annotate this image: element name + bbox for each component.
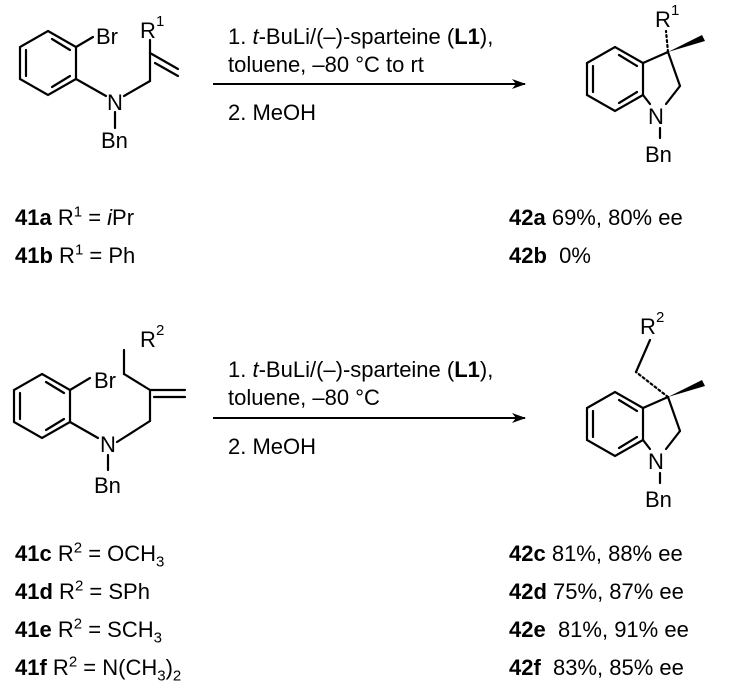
reaction2-conditions-line1: 1. t-BuLi/(–)-sparteine (L1), bbox=[228, 357, 494, 382]
benzyl-label: Bn bbox=[645, 487, 672, 512]
substrate-row-41e: 41e R2 = SCH3 bbox=[15, 615, 162, 647]
r1-superscript: 1 bbox=[671, 2, 679, 19]
reaction1-conditions-step2: 2. MeOH bbox=[228, 100, 317, 125]
product-row-42a: 42a 69%, 80% ee bbox=[509, 205, 683, 230]
product-42cf-wedge bbox=[668, 380, 705, 397]
bromine-label: Br bbox=[96, 24, 118, 49]
reaction1-conditions-line1: 1. t-BuLi/(–)-sparteine (L1), bbox=[228, 24, 494, 49]
product-row-42c: 42c 81%, 88% ee bbox=[509, 541, 683, 566]
product-row-42b: 42b 0% bbox=[509, 243, 591, 268]
nitrogen-label: N bbox=[648, 104, 664, 129]
substrate-41cf-structure bbox=[12, 348, 187, 472]
r2-label: R bbox=[640, 314, 656, 339]
nitrogen-label: N bbox=[107, 90, 123, 115]
substrate-row-41d: 41d R2 = SPh bbox=[15, 577, 150, 604]
substrate-row-41b: 41b R1 = Ph bbox=[15, 241, 136, 268]
r1-label: R bbox=[140, 18, 156, 43]
product-42ab-wedge bbox=[668, 35, 705, 52]
substrate-41ab-atom-labels: Br N Bn R 1 bbox=[96, 13, 164, 153]
nitrogen-label: N bbox=[648, 449, 664, 474]
substrate-row-41c: 41c R2 = OCH3 bbox=[15, 539, 165, 571]
product-42ab-structure bbox=[585, 29, 682, 140]
nitrogen-label: N bbox=[100, 432, 116, 457]
benzyl-label: Bn bbox=[94, 473, 121, 498]
product-row-42e: 42e 81%, 91% ee bbox=[509, 617, 689, 642]
r2-superscript: 2 bbox=[156, 322, 164, 339]
reaction2-conditions-step2: 2. MeOH bbox=[228, 434, 317, 459]
bromine-label: Br bbox=[94, 368, 116, 393]
product-row-42d: 42d 75%, 87% ee bbox=[509, 579, 684, 604]
substrate-row-41a: 41a R1 = iPr bbox=[15, 203, 135, 230]
r2-superscript: 2 bbox=[656, 309, 664, 326]
substrate-row-41f: 41f R2 = N(CH3)2 bbox=[15, 653, 182, 685]
r1-label: R bbox=[655, 7, 671, 32]
substrate-41cf-atom-labels: Br N Bn R 2 bbox=[94, 322, 164, 498]
reaction2-conditions-line2: toluene, –80 °C bbox=[228, 385, 380, 410]
r2-label: R bbox=[140, 327, 156, 352]
product-42ab-atom-labels: N Bn R 1 bbox=[645, 2, 679, 167]
product-42cf-structure bbox=[585, 338, 682, 485]
reaction1-conditions-line2: toluene, –80 °C to rt bbox=[228, 52, 424, 77]
product-row-42f: 42f 83%, 85% ee bbox=[509, 655, 684, 680]
product-42cf-atom-labels: N Bn R 2 bbox=[640, 309, 672, 512]
benzyl-label: Bn bbox=[101, 128, 128, 153]
benzyl-label: Bn bbox=[645, 142, 672, 167]
r1-superscript: 1 bbox=[156, 13, 164, 30]
substrate-41ab-structure bbox=[18, 29, 180, 130]
